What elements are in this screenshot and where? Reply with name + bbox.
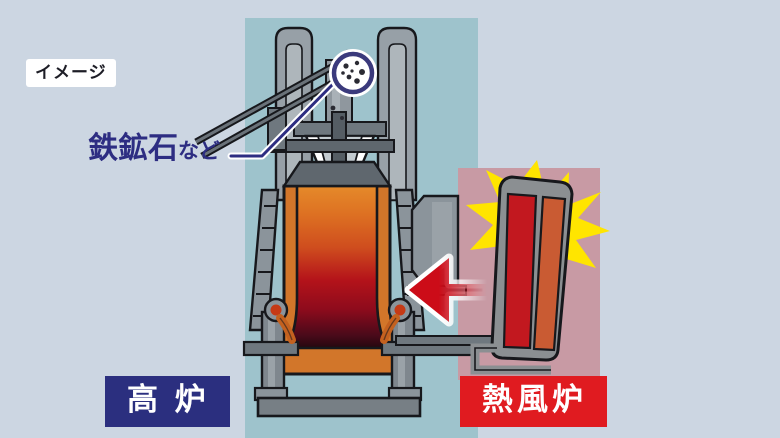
ore-callout-label-suffix: など (178, 140, 220, 163)
furnace-base (253, 386, 423, 418)
hot-blast-stove (470, 175, 574, 375)
ore-callout-label: 鉄鉱石など (88, 134, 220, 164)
ore-callout-leader (227, 49, 377, 160)
hot-stove-label: 熱風炉 (460, 376, 607, 427)
tuyeres (263, 297, 413, 344)
blast-furnace-body (272, 160, 402, 376)
ore-particles-icon (341, 60, 365, 84)
image-disclaimer-badge: イメージ (26, 59, 116, 88)
ore-callout-label-main: 鉄鉱石 (88, 132, 178, 165)
hot-blast-arrow (404, 253, 492, 327)
blast-furnace-label: 高 炉 (105, 376, 230, 427)
furnace-frame (242, 188, 474, 398)
